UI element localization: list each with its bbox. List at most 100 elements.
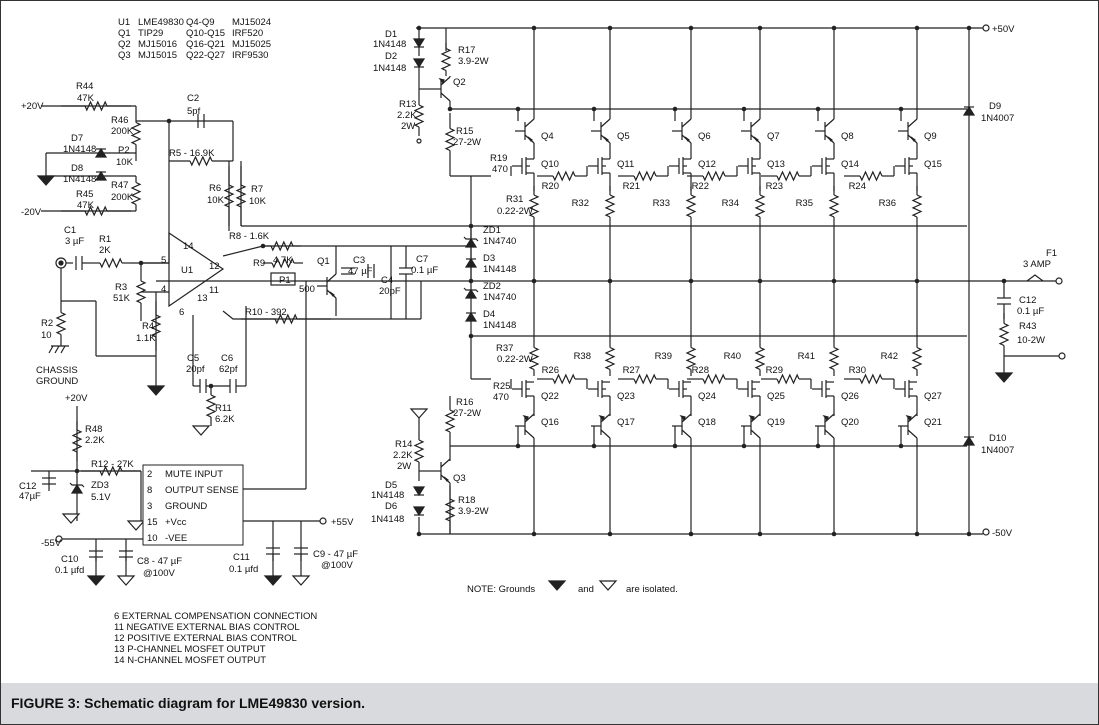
ground-icon bbox=[36, 175, 56, 186]
diode-d1 bbox=[412, 38, 426, 49]
junction bbox=[757, 25, 763, 31]
isolated-ground-icon bbox=[61, 513, 81, 524]
resistor-r13 bbox=[413, 104, 425, 128]
label-pin4: 4 bbox=[161, 284, 166, 295]
junction bbox=[468, 278, 474, 284]
resistor-r10 bbox=[274, 313, 298, 325]
label-q27: Q27 bbox=[924, 391, 942, 402]
label-d5v: 1N4148 bbox=[371, 490, 404, 501]
transistor-q3 bbox=[431, 458, 451, 484]
isolated-ground-icon bbox=[191, 425, 211, 436]
label-q14: Q14 bbox=[841, 159, 859, 170]
label-r41: R41 bbox=[798, 351, 815, 362]
mosfet-q10 bbox=[512, 157, 534, 175]
label-c1v: 3 µF bbox=[65, 236, 84, 247]
label-r46: R46 bbox=[111, 115, 128, 126]
label-d7: D7 bbox=[71, 133, 83, 144]
pin-number: 10 bbox=[147, 533, 158, 544]
label-r3v: 51K bbox=[113, 293, 131, 304]
label-c6v: 62pf bbox=[219, 364, 238, 375]
label-q5: Q5 bbox=[617, 131, 630, 142]
label-pin14: 14 bbox=[183, 241, 194, 252]
diode-d2 bbox=[412, 58, 426, 69]
label-p2: P2 bbox=[118, 145, 130, 156]
junction bbox=[914, 25, 920, 31]
label-r16: R16 bbox=[456, 397, 473, 408]
label-c5: C5 bbox=[187, 353, 199, 364]
label-chassis2: GROUND bbox=[36, 376, 78, 387]
label-d1: D1 bbox=[385, 29, 397, 40]
label-r45v: 47K bbox=[77, 200, 95, 211]
label-pin5: 5 bbox=[161, 255, 166, 266]
isolated-ground-icon bbox=[409, 408, 429, 419]
label-c3v: 47 µF bbox=[348, 266, 373, 277]
mosfet-q14 bbox=[812, 157, 834, 175]
label-p20: +20V bbox=[21, 101, 44, 112]
label-r11: R11 bbox=[215, 403, 232, 414]
junction bbox=[688, 25, 694, 31]
junction bbox=[966, 531, 972, 537]
component-labels: +50V-50VD91N4007D101N4007D11N4148D21N414… bbox=[19, 24, 1057, 595]
junction bbox=[757, 531, 763, 537]
junction bbox=[74, 468, 80, 474]
label-q7: Q7 bbox=[767, 131, 780, 142]
junction bbox=[531, 25, 537, 31]
label-zd3v: 5.1V bbox=[91, 492, 111, 503]
label-r13v1: 2.2K bbox=[397, 110, 417, 121]
resistor-r8 bbox=[270, 240, 294, 252]
resistor-r14 bbox=[413, 439, 425, 463]
diode-d3 bbox=[464, 257, 478, 268]
part-ref: Q22-Q27 bbox=[186, 50, 225, 61]
label-f1: F1 bbox=[1046, 248, 1057, 259]
ground-icon bbox=[86, 575, 106, 586]
label-r39: R39 bbox=[655, 351, 672, 362]
label-r16v: 27-2W bbox=[453, 408, 481, 419]
resistor-r3 bbox=[135, 280, 147, 304]
label-r1: R1 bbox=[99, 234, 111, 245]
junction bbox=[831, 531, 837, 537]
label-r12: R12 - 27K bbox=[91, 459, 134, 470]
resistor-r47 bbox=[130, 181, 142, 206]
ground-icon bbox=[146, 385, 166, 396]
resistor-r33 bbox=[685, 194, 697, 218]
label-r7: R7 bbox=[251, 184, 263, 195]
label-d5: D5 bbox=[385, 480, 397, 491]
part-value: MJ15024 bbox=[232, 17, 271, 28]
transistor-q18 bbox=[672, 413, 692, 439]
junction bbox=[1001, 278, 1007, 284]
label-zd2: ZD2 bbox=[483, 281, 501, 292]
resistor-r39 bbox=[685, 346, 697, 371]
label-p1: P1 bbox=[279, 275, 291, 286]
label-r43v: 10-2W bbox=[1017, 335, 1045, 346]
junction bbox=[672, 443, 678, 449]
isolated-ground-icon bbox=[291, 575, 311, 586]
junction bbox=[741, 443, 747, 449]
part-ref: Q1 bbox=[118, 28, 131, 39]
junction bbox=[688, 531, 694, 537]
resistor-r35 bbox=[828, 194, 840, 218]
junction bbox=[741, 106, 747, 112]
label-q13: Q13 bbox=[767, 159, 785, 170]
junction bbox=[515, 106, 521, 112]
resistor-r41 bbox=[828, 346, 840, 371]
label-d8: D8 bbox=[71, 163, 83, 174]
label-p55: +55V bbox=[331, 517, 354, 528]
part-ref: Q10-Q15 bbox=[186, 28, 225, 39]
label-zd3: ZD3 bbox=[91, 480, 109, 491]
pin-note: 11 NEGATIVE EXTERNAL BIAS CONTROL bbox=[114, 622, 300, 633]
junction bbox=[166, 118, 172, 124]
label-r9: R9 bbox=[253, 258, 265, 269]
label-r42: R42 bbox=[881, 351, 898, 362]
label-q25: Q25 bbox=[767, 391, 785, 402]
label-m50: -50V bbox=[992, 528, 1013, 539]
resistor-r44 bbox=[84, 100, 108, 112]
junction bbox=[831, 25, 837, 31]
label-zd2v: 1N4740 bbox=[483, 292, 516, 303]
pin-number: 2 bbox=[147, 469, 152, 480]
diode-d5 bbox=[412, 486, 426, 497]
junction bbox=[531, 531, 537, 537]
mosfet-q25 bbox=[738, 380, 760, 398]
pin-note: 6 EXTERNAL COMPENSATION CONNECTION bbox=[114, 611, 317, 622]
label-p50: +50V bbox=[992, 24, 1015, 35]
